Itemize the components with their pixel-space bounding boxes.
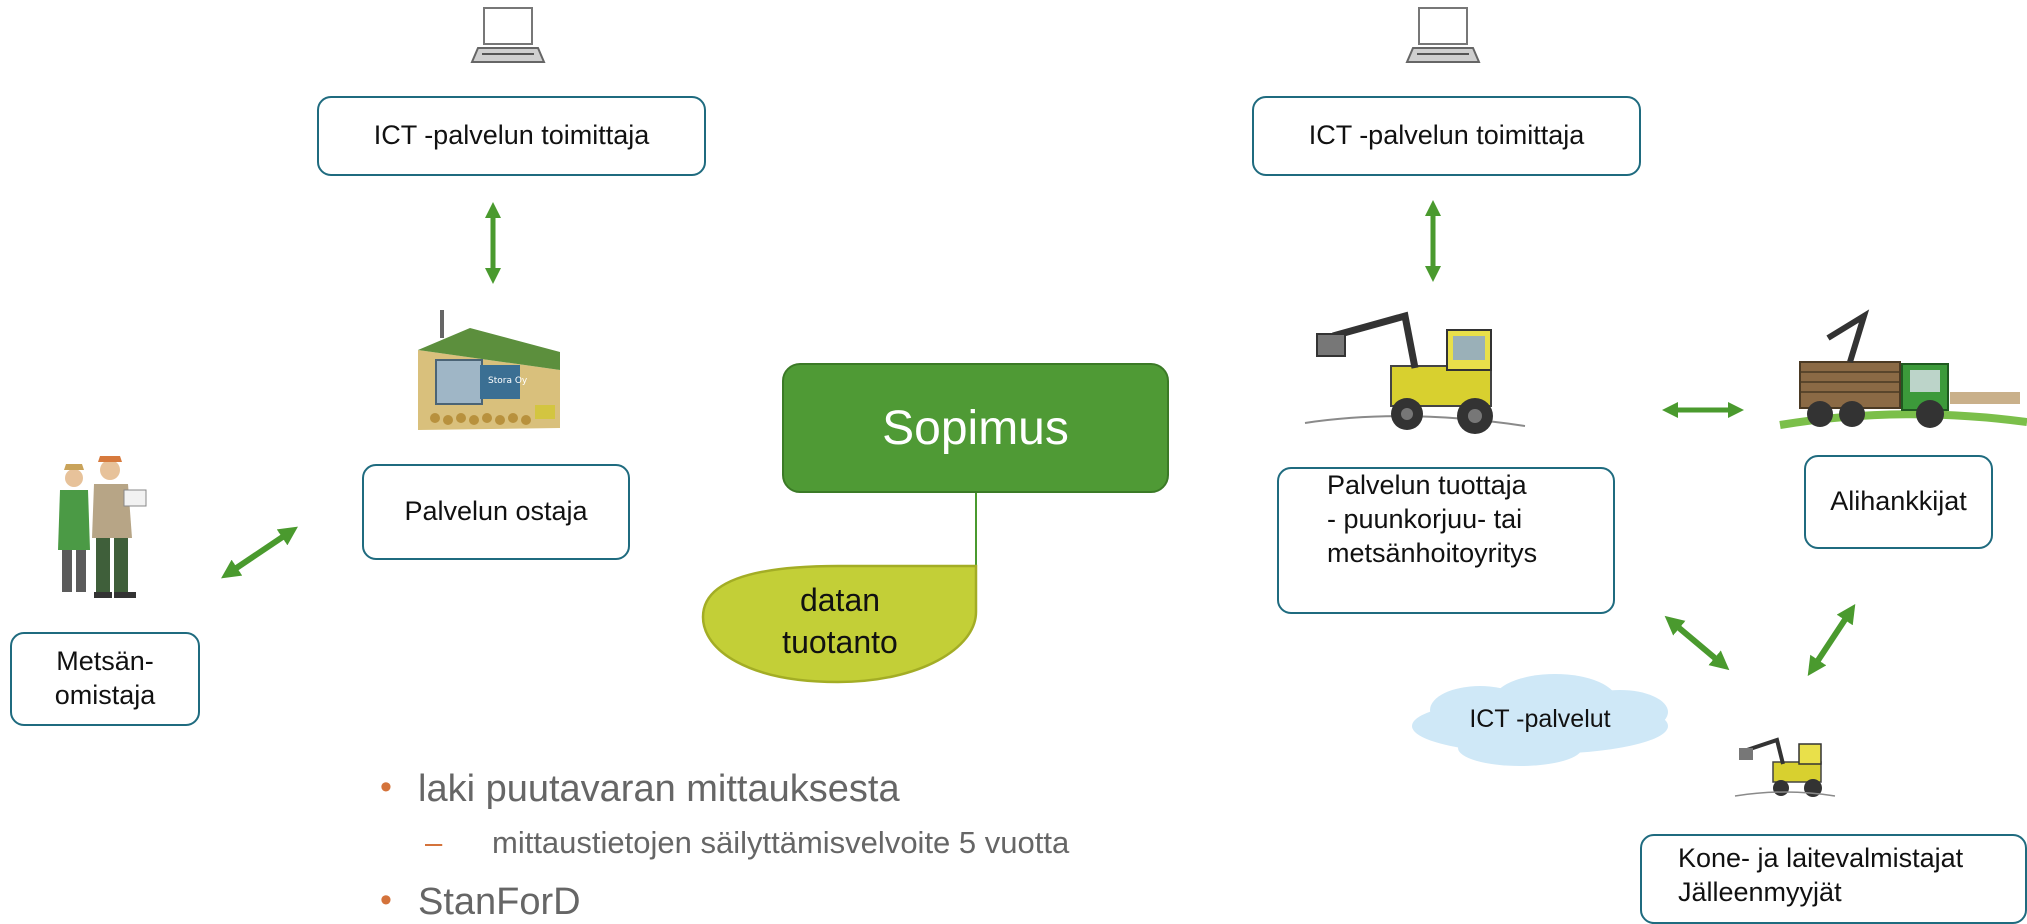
ict-provider-left-label: ICT -palvelun toimittaja (373, 120, 650, 151)
arrow-omistaja-ostaja (221, 526, 298, 579)
callout-line2: tuotanto (782, 623, 898, 660)
svg-text:Stora Oy: Stora Oy (488, 376, 528, 386)
bullet-dot-icon: • (380, 881, 392, 919)
callout-line1: datan (799, 582, 881, 618)
laptop-icon (470, 7, 546, 63)
manufacturers-label-line1: Kone- ja laitevalmistajat (1678, 843, 1964, 873)
service-buyer-box: Palvelun ostaja (362, 464, 630, 560)
bullet-list: • laki puutavaran mittauksesta – mittaus… (380, 768, 1069, 924)
harvester-icon (1304, 311, 1526, 434)
subcontractors-label: Alihankkijat (1830, 486, 1967, 517)
service-buyer-label: Palvelun ostaja (404, 496, 588, 527)
laptop-icon (1405, 7, 1481, 63)
service-producer-label-line3: metsänhoitoyritys (1327, 537, 1538, 568)
manufacturers-label-line2: Jälleenmyyjät (1678, 876, 1842, 907)
manufacturers-box: Kone- ja laitevalmistajat Jälleenmyyjät (1640, 834, 2027, 924)
subcontractors-box: Alihankkijat (1804, 455, 1993, 549)
arrow-tuottaja-valmistajat (1664, 615, 1730, 671)
forest-owner-label-line2: omistaja (54, 680, 156, 710)
forest-owners-icon (58, 456, 147, 598)
arrow-alihankkijat-valmistajat (1807, 603, 1856, 677)
contract-box: Sopimus (782, 363, 1169, 493)
forwarder-icon (1779, 309, 2027, 429)
service-producer-box: Palvelun tuottaja - puunkorjuu- tai mets… (1277, 467, 1615, 614)
forest-owner-label-line1: Metsän- (56, 646, 154, 677)
cloud-shape (1412, 674, 1668, 766)
bullet-item-law: • laki puutavaran mittauksesta (380, 768, 1069, 811)
bullet-item-law-text: laki puutavaran mittauksesta (418, 768, 900, 810)
bullet-dot-icon: • (380, 768, 392, 806)
service-producer-label-line2: - puunkorjuu- tai (1327, 503, 1523, 534)
ict-services-label: ICT -palvelut (1469, 705, 1611, 733)
forest-owner-box: Metsän- omistaja (10, 632, 200, 726)
bullet-subitem-retention-text: mittaustietojen säilyttämisvelvoite 5 vu… (492, 825, 1070, 860)
data-production-callout: datan tuotanto (740, 580, 940, 663)
ict-provider-right-label: ICT -palvelun toimittaja (1308, 120, 1585, 151)
bullet-item-stanford: • StanForD (380, 881, 1069, 924)
ict-provider-left-box: ICT -palvelun toimittaja (317, 96, 706, 176)
callout-shape (701, 493, 978, 684)
service-producer-label-line1: Palvelun tuottaja (1327, 470, 1527, 500)
bullet-dash-icon: – (425, 825, 443, 860)
contract-title: Sopimus (882, 401, 1069, 455)
ict-provider-right-box: ICT -palvelun toimittaja (1252, 96, 1641, 176)
bullet-subitem-retention: – mittaustietojen säilyttämisvelvoite 5 … (380, 825, 1069, 861)
sawmill-icon: Stora Oy (418, 310, 560, 430)
small-harvester-icon (1734, 737, 1836, 797)
bullet-item-stanford-text: StanForD (418, 881, 581, 923)
